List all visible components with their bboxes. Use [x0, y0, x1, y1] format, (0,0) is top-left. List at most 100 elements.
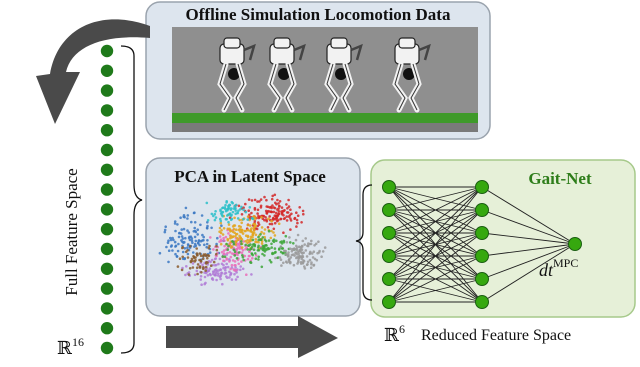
scatter-point — [283, 249, 287, 253]
scatter-point — [273, 234, 277, 237]
scatter-point — [288, 247, 292, 250]
scatter-point — [228, 212, 232, 215]
scatter-point — [275, 239, 278, 243]
scatter-point — [312, 250, 316, 253]
scatter-point — [202, 238, 205, 242]
scatter-point — [226, 208, 229, 211]
scatter-point — [193, 226, 196, 230]
scatter-point — [245, 273, 248, 277]
scatter-point — [213, 218, 217, 222]
scatter-point — [292, 263, 296, 267]
scatter-point — [171, 249, 174, 252]
scatter-point — [294, 251, 297, 254]
scatter-point — [196, 272, 199, 276]
scatter-point — [301, 239, 305, 243]
scatter-point — [200, 271, 203, 274]
scatter-point — [263, 228, 267, 231]
scatter-point — [219, 242, 223, 246]
scatter-point — [247, 198, 251, 201]
scatter-point — [215, 248, 219, 252]
scatter-point — [199, 278, 202, 281]
scatter-point — [257, 240, 260, 244]
scatter-point — [229, 255, 233, 259]
scatter-point — [216, 274, 220, 277]
scatter-point — [208, 251, 212, 254]
r16-label: ℝ16 — [57, 335, 84, 358]
scatter-point — [295, 256, 298, 260]
scatter-point — [241, 267, 245, 271]
scatter-point — [215, 252, 218, 256]
scatter-point — [218, 226, 222, 230]
scatter-point — [240, 213, 244, 216]
scatter-point — [252, 248, 256, 251]
scatter-point — [227, 220, 230, 224]
scatter-point — [184, 273, 187, 277]
scatter-point — [190, 237, 194, 240]
scatter-point — [293, 254, 296, 257]
network-edge — [388, 186, 483, 257]
feature-node — [100, 203, 114, 216]
scatter-point — [263, 218, 266, 222]
scatter-point — [295, 218, 299, 222]
r6-exponent: 6 — [399, 322, 405, 336]
scatter-point — [244, 210, 248, 214]
scatter-point — [195, 247, 198, 250]
network-edges — [388, 186, 576, 303]
scatter-point — [222, 252, 226, 255]
scatter-point — [301, 209, 305, 213]
scatter-point — [274, 211, 278, 215]
scatter-point — [272, 216, 275, 220]
scatter-point — [265, 212, 269, 215]
scatter-point — [252, 228, 256, 232]
scatter-point — [254, 238, 258, 241]
scatter-point — [248, 250, 251, 253]
scatter-point — [301, 251, 304, 255]
scatter-point — [218, 257, 222, 261]
robot-icon — [267, 37, 306, 113]
scatter-point — [270, 246, 274, 249]
scatter-point — [257, 249, 261, 252]
scatter-point — [269, 260, 273, 264]
robot-icon — [217, 37, 256, 113]
scatter-point — [264, 209, 268, 213]
scatter-point — [246, 229, 250, 232]
scatter-point — [222, 236, 225, 240]
network-edge — [481, 186, 576, 245]
scatter-point — [241, 255, 245, 259]
scatter-point — [260, 226, 264, 229]
feature-node — [100, 84, 114, 97]
scatter-point — [266, 209, 270, 213]
network-node — [382, 203, 396, 217]
scatter-point — [213, 264, 217, 267]
scatter-point — [227, 204, 230, 208]
scatter-point — [236, 211, 239, 215]
scatter-point — [206, 274, 210, 277]
full-feature-space-label: Full Feature Space — [62, 168, 81, 295]
robot-frames — [217, 37, 431, 113]
network-node — [475, 180, 489, 194]
scatter-point — [280, 206, 284, 209]
scatter-point — [195, 269, 199, 273]
scatter-point — [306, 244, 309, 248]
scatter-point — [285, 215, 289, 218]
dt-superscript: MPC — [553, 256, 578, 270]
scatter-point — [192, 211, 196, 215]
scatter-point — [222, 266, 225, 270]
r6-base: ℝ — [384, 325, 400, 345]
scatter-point — [194, 244, 198, 247]
scatter-point — [227, 232, 230, 235]
scatter-point — [193, 273, 197, 277]
scatter-point — [206, 239, 209, 242]
scatter-point — [240, 246, 244, 249]
scatter-point — [229, 246, 233, 249]
network-edge — [481, 209, 576, 245]
scatter-point — [205, 201, 209, 205]
scatter-point — [264, 248, 268, 252]
scatter-point — [246, 215, 250, 218]
scatter-point — [283, 209, 286, 212]
feature-node — [100, 124, 114, 137]
scatter-point — [217, 272, 220, 275]
feature-node — [100, 223, 114, 236]
scatter-point — [249, 260, 252, 264]
gaitnet-title: Gait-Net — [528, 169, 592, 188]
